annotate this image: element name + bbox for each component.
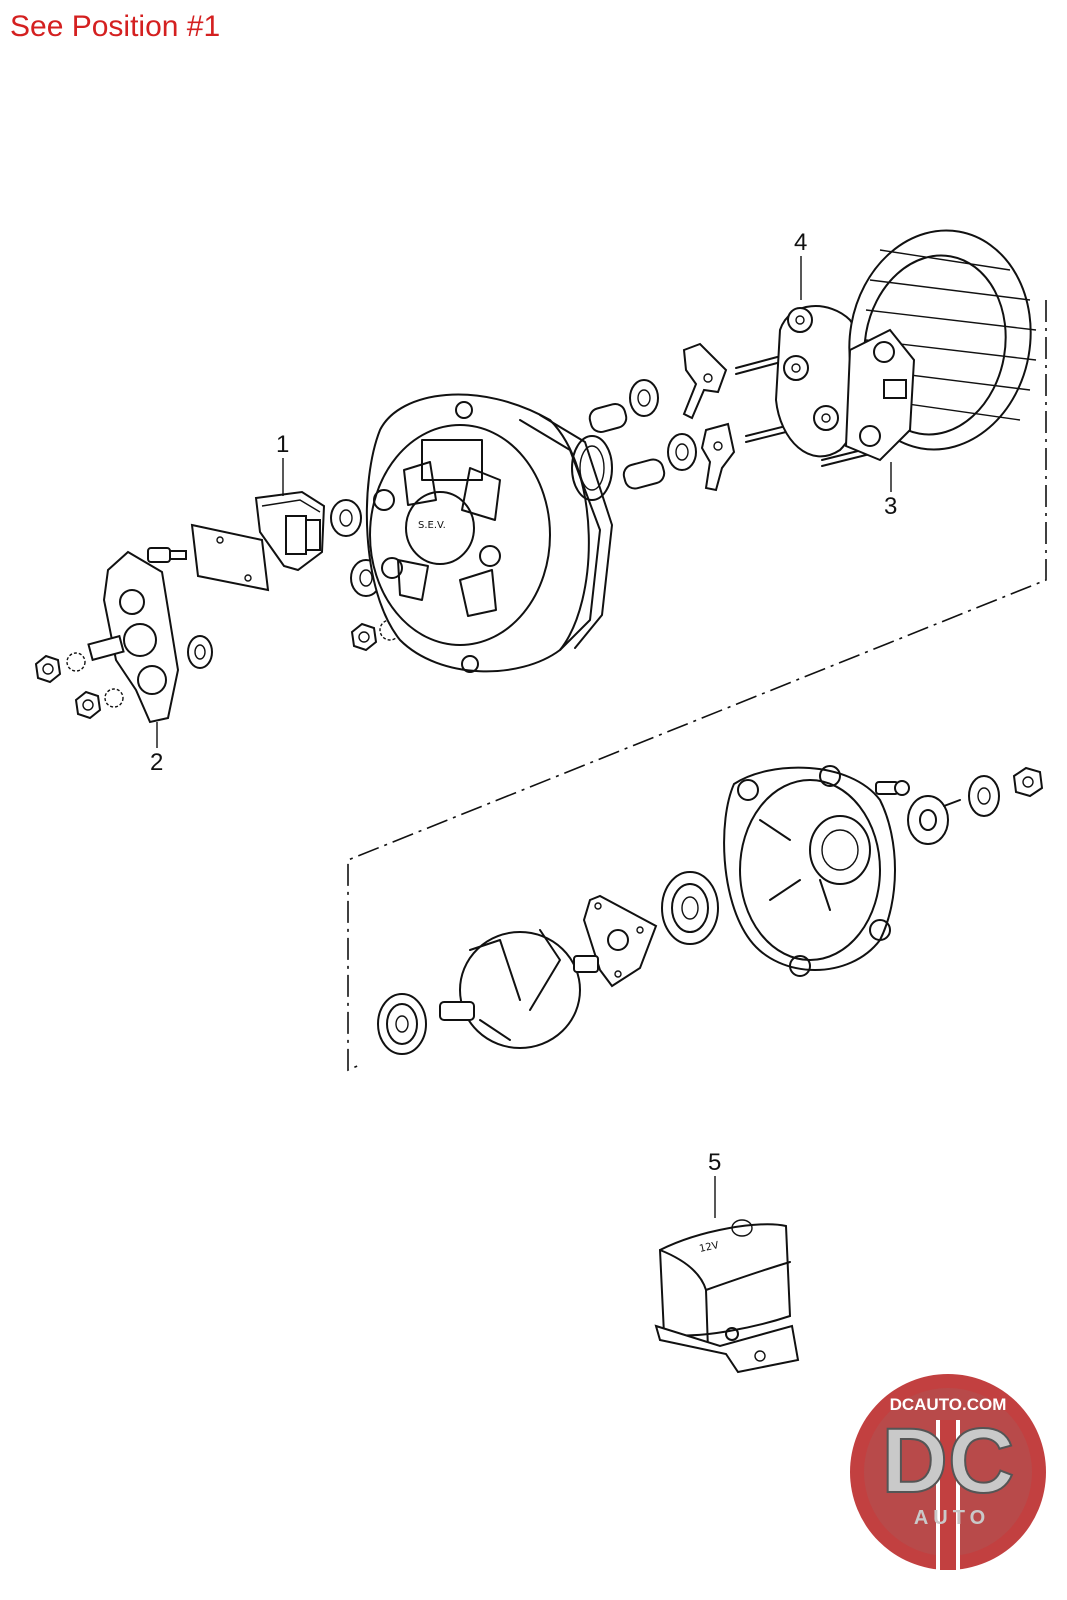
drive-end-housing	[723, 765, 896, 977]
assembly-boundary	[347, 300, 1047, 1072]
voltage-regulator: 12V	[654, 1219, 800, 1374]
callout-label-4: 4	[794, 229, 807, 256]
logo-site-text: DCAUTO.COM	[890, 1395, 1007, 1414]
dcauto-logo: DCAUTO.COM DC AUTO	[850, 1374, 1046, 1570]
rectifier-assembly	[844, 328, 916, 462]
callout-label-3: 3	[884, 493, 897, 520]
callout-1: 1	[276, 431, 289, 496]
nut-washer-set-left	[34, 635, 213, 720]
callout-4: 4	[794, 229, 807, 300]
svg-text:12V: 12V	[698, 1240, 720, 1255]
callout-label-2: 2	[150, 749, 163, 776]
terminal-brackets	[682, 342, 736, 492]
pulley-hardware	[875, 766, 1044, 845]
rectifier-plate	[87, 550, 180, 724]
rotor	[439, 929, 599, 1049]
callout-5: 5	[708, 1149, 721, 1218]
see-position-note: See Position #1	[10, 10, 221, 43]
sleeves	[588, 379, 697, 490]
callout-label-5: 5	[708, 1149, 721, 1176]
svg-text:S.E.V.: S.E.V.	[418, 520, 446, 531]
brush-holder	[254, 490, 326, 572]
rear-housing: S.E.V.	[365, 393, 613, 673]
retainer-plate	[582, 894, 658, 988]
washers-mid	[330, 499, 401, 652]
callout-3: 3	[884, 462, 897, 520]
callout-label-1: 1	[276, 431, 289, 458]
bearing-front	[661, 871, 719, 945]
logo-sub-text: AUTO	[914, 1507, 990, 1529]
bearing-rear	[377, 993, 427, 1055]
callout-2: 2	[150, 722, 163, 776]
logo-mark-text: DC	[882, 1410, 1015, 1512]
gasket	[571, 435, 613, 501]
screw-and-cover	[147, 523, 270, 592]
